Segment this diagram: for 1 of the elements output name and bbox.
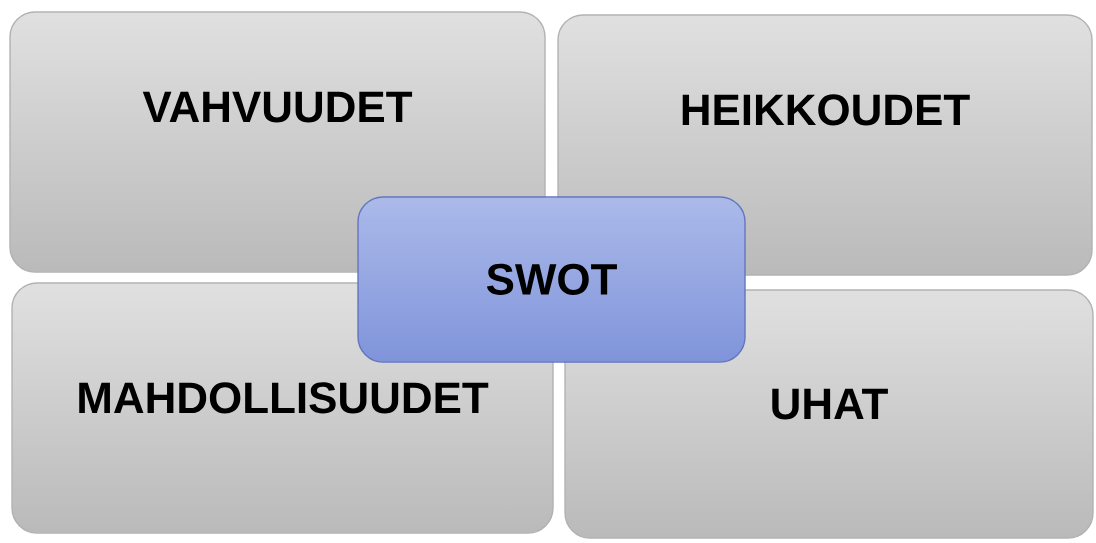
center-box: SWOT: [357, 196, 746, 363]
